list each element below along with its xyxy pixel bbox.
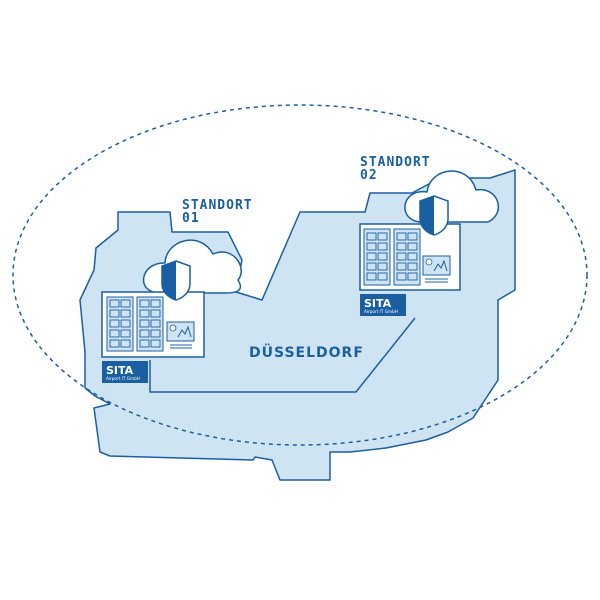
- server-rack-icon: [106, 296, 134, 352]
- site-01-label-line1: STANDORT: [182, 198, 253, 213]
- monitor-icon: [422, 255, 451, 283]
- logo-brand: SITA: [364, 297, 392, 310]
- shield-icon: [161, 260, 191, 301]
- server-rack-icon: [363, 228, 391, 286]
- shield-icon: [419, 195, 449, 236]
- inner-boundary: [149, 317, 416, 393]
- site-02-label-line2: 02: [360, 168, 378, 183]
- site-01: SITA Airport IT GmbH STANDORT 01: [101, 198, 253, 383]
- monitor-icon: [166, 321, 195, 349]
- logo-brand: SITA: [106, 364, 134, 377]
- dashed-ellipse: [12, 104, 588, 446]
- logo-subtitle: Airport IT GmbH: [106, 376, 140, 381]
- server-rack-icon: [393, 228, 421, 286]
- city-label: DÜSSELDORF: [249, 343, 364, 361]
- site-02-label-line1: STANDORT: [360, 155, 431, 170]
- sita-logo: SITA Airport IT GmbH: [102, 361, 148, 383]
- site-02: SITA Airport IT GmbH STANDORT 02: [359, 155, 499, 316]
- site-01-label-line2: 01: [182, 211, 200, 226]
- logo-subtitle: Airport IT GmbH: [364, 309, 398, 314]
- server-rack-icon: [136, 296, 164, 352]
- sita-logo: SITA Airport IT GmbH: [360, 294, 406, 316]
